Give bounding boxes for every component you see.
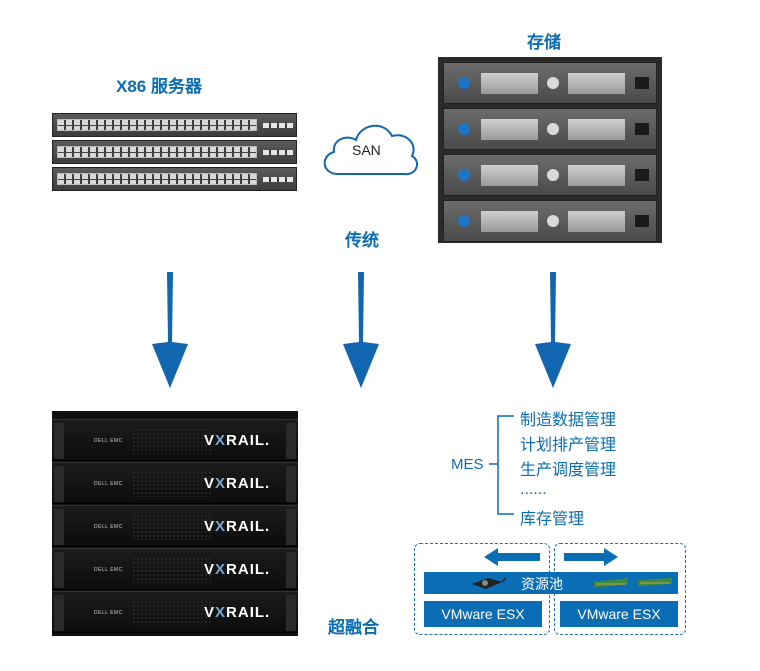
arrow-right-icon bbox=[564, 548, 618, 566]
resource-pool-label: 资源池 bbox=[521, 576, 563, 592]
storage-tray bbox=[443, 200, 657, 242]
server-unit bbox=[52, 113, 297, 137]
mes-item: 生产调度管理 bbox=[520, 462, 617, 479]
vxrail-unit: DELL EMC VXRAIL. bbox=[52, 591, 298, 633]
server-unit bbox=[52, 140, 297, 164]
server-unit bbox=[52, 167, 297, 191]
arrow-down-icon bbox=[152, 272, 188, 388]
traditional-label: 传统 bbox=[345, 231, 379, 250]
storage-array bbox=[438, 57, 662, 243]
x86-server-stack bbox=[52, 113, 297, 194]
vxrail-brand: VXRAIL. bbox=[204, 561, 271, 578]
vxrail-unit: DELL EMC VXRAIL. bbox=[52, 419, 298, 461]
arrow-left-icon bbox=[484, 548, 540, 566]
vxrail-brand: VXRAIL. bbox=[204, 432, 271, 449]
disk-drive-icon bbox=[472, 577, 507, 589]
arrow-down-icon bbox=[343, 272, 379, 388]
san-cloud-icon bbox=[323, 125, 419, 176]
x86-servers-title: X86 服务器 bbox=[116, 77, 202, 96]
san-label: SAN bbox=[352, 142, 381, 158]
hci-label: 超融合 bbox=[328, 618, 379, 637]
storage-tray bbox=[443, 108, 657, 150]
arrow-down-icon bbox=[535, 272, 571, 388]
memory-module-icon bbox=[593, 577, 673, 588]
mes-item: ...... bbox=[520, 481, 547, 498]
resource-pool-bar: 资源池 bbox=[424, 572, 678, 594]
vxrail-unit: DELL EMC VXRAIL. bbox=[52, 505, 298, 547]
storage-tray bbox=[443, 154, 657, 196]
mes-item: 库存管理 bbox=[520, 511, 585, 528]
vxrail-unit: DELL EMC VXRAIL. bbox=[52, 548, 298, 590]
vmware-esx-host: VMware ESX bbox=[560, 601, 678, 627]
resource-pool-diagram: 资源池 VMware ESX VMware ESX bbox=[414, 543, 686, 635]
mes-label: MES bbox=[451, 456, 484, 473]
vxrail-brand: VXRAIL. bbox=[204, 475, 271, 492]
storage-title: 存储 bbox=[527, 33, 561, 52]
mes-item: 计划排产管理 bbox=[520, 437, 617, 454]
mes-item: 制造数据管理 bbox=[520, 412, 617, 429]
vxrail-brand: VXRAIL. bbox=[204, 604, 271, 621]
mes-bracket bbox=[489, 415, 514, 515]
vxrail-brand: VXRAIL. bbox=[204, 518, 271, 535]
vmware-esx-host: VMware ESX bbox=[424, 601, 542, 627]
storage-tray bbox=[443, 62, 657, 104]
vxrail-stack: DELL EMC VXRAIL. DELL EMC VXRAIL. DELL E… bbox=[52, 411, 298, 636]
vxrail-unit: DELL EMC VXRAIL. bbox=[52, 462, 298, 504]
